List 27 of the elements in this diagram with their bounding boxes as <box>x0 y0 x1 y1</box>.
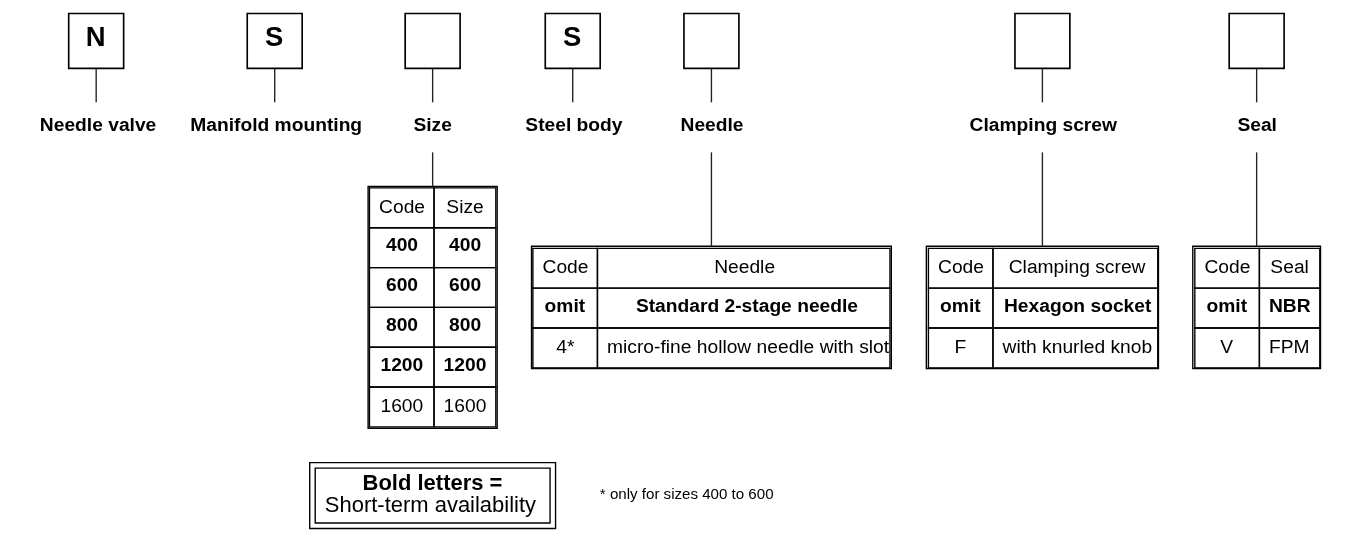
node-box: S <box>544 12 601 70</box>
node-box <box>683 12 740 70</box>
label: * only for sizes 400 to 600 <box>599 485 774 503</box>
node-box: S <box>246 12 303 70</box>
connector <box>1041 68 1044 103</box>
connector <box>1041 151 1044 247</box>
node-text: Manifold mounting <box>190 114 363 136</box>
node-text: Needle <box>680 114 744 136</box>
connector <box>431 68 434 103</box>
connector <box>710 68 713 103</box>
node-text: Needle valve <box>39 114 157 136</box>
connector <box>1255 68 1258 103</box>
node-box: N <box>67 12 125 70</box>
node-box <box>1014 12 1071 70</box>
node-text: Seal <box>1237 114 1277 136</box>
node-box <box>404 12 461 70</box>
connector <box>572 68 574 103</box>
node-text: Clamping screw <box>969 114 1118 136</box>
node-text: Steel body <box>525 114 623 136</box>
node-box <box>1228 12 1285 70</box>
connector <box>95 68 97 103</box>
connector <box>1255 151 1258 247</box>
connector <box>274 68 276 103</box>
node-text: Size <box>413 114 452 136</box>
connector <box>431 151 434 187</box>
node-box: Bold letters = Short-term availability <box>309 461 557 530</box>
connector <box>710 151 713 247</box>
